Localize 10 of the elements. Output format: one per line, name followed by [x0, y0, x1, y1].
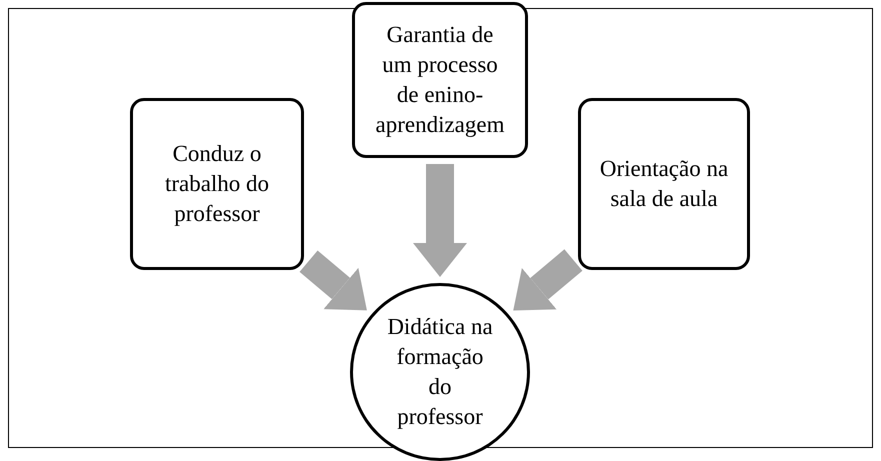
- rounded-box: [352, 2, 528, 158]
- node-label: Conduz o trabalho do professor: [164, 140, 270, 228]
- block-arrow: [513, 249, 582, 311]
- node-label: Orientação na sala de aula: [598, 155, 730, 213]
- rounded-box: [130, 98, 304, 270]
- rounded-box: [578, 98, 750, 270]
- block-arrow: [413, 164, 467, 277]
- node-label: Garantia de um processo de enino-aprendizagem: [374, 21, 506, 139]
- block-arrow: [300, 250, 367, 310]
- node-label: Didática na formação do professor: [386, 313, 494, 431]
